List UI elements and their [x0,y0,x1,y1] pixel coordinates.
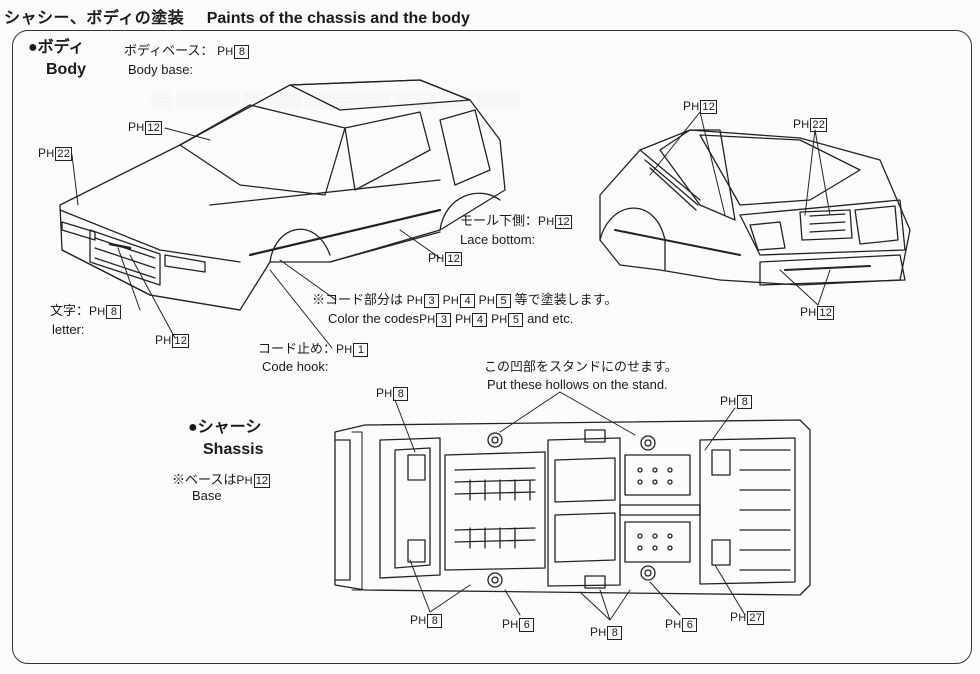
stand-note-en: Put these hollows on the stand. [487,377,668,392]
hook-en: Code hook: [262,359,329,374]
body-bullet-jp: ●ボディ [28,39,85,56]
stand-note-jp: この凹部をスタンドにのせます。 [484,359,678,374]
car-rear-drawing [599,129,911,286]
header-jp: シャシー、ボディの塗装 [4,10,185,27]
chassis-drawing [334,419,811,596]
bleed-through-text: ░░ ░░░░░░ ░░ ░░░ ░░░░░░░░ ░░░░ ░░░ ░░░░ [150,92,520,109]
chassis-bullet-en: Shassis [203,441,264,458]
header-en: Paints of the chassis and the body [206,10,470,27]
paint-code-ph: PH [217,44,234,58]
body-bullet-en: Body [46,61,86,78]
paint-code-number: 8 [234,45,250,59]
content-frame [12,30,972,664]
letter-en: letter: [52,322,85,337]
leader-lines [71,111,831,621]
body-base-en: Body base: [128,62,194,77]
molding-en: Lace bottom: [460,232,536,247]
chassis-base-en: Base [192,488,222,503]
body-base-jp: ボディベース： [124,43,214,58]
chassis-bullet-jp: ●シャーシ [188,419,262,436]
page-header: シャシー、ボディの塗装 Paints of the chassis and th… [4,4,470,28]
car-front-drawing [59,79,506,311]
